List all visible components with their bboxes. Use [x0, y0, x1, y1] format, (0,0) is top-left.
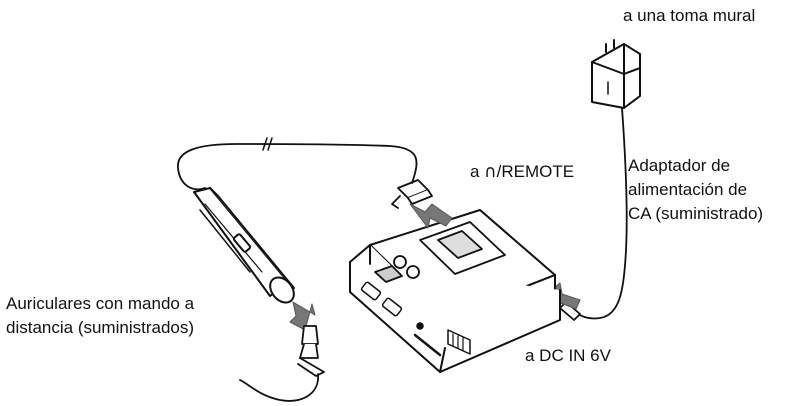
remote-controller: [193, 187, 295, 304]
wall-outlet-label: a una toma mural: [623, 6, 756, 25]
remote-jack-label: a ∩/REMOTE: [470, 160, 574, 184]
remote-plug: [391, 179, 433, 209]
headphones-line-1: Auriculares con mando a: [6, 294, 195, 313]
ac-adapter-label: Adaptador de alimentación de CA (suminis…: [628, 154, 763, 226]
dc-in-label: a DC IN 6V: [525, 346, 611, 365]
remote-cable: [177, 143, 418, 191]
headphones-line-2: distancia (suministrados): [6, 318, 195, 337]
remote-suffix: /REMOTE: [496, 162, 575, 181]
front-controls: [360, 281, 471, 357]
remote-prefix: a: [470, 162, 485, 181]
headphone-plug: [297, 325, 325, 377]
adapter-line-1: Adaptador de: [628, 156, 731, 175]
headphone-cord: [239, 373, 319, 402]
remote-arrow: [409, 203, 453, 229]
headphones-label: Auriculares con mando a distancia (sumin…: [6, 292, 194, 340]
adapter-cord: [571, 107, 628, 320]
wall-plug-prongs: [605, 39, 615, 53]
display-panel: [374, 221, 506, 283]
headphones-icon: ∩: [484, 162, 497, 182]
cable-break-mark: [262, 137, 273, 151]
adapter-line-3: CA (suministrado): [628, 204, 764, 223]
minidisc-recorder: [349, 209, 561, 373]
ac-adapter: [591, 43, 641, 109]
adapter-line-2: alimentación de: [628, 180, 748, 199]
